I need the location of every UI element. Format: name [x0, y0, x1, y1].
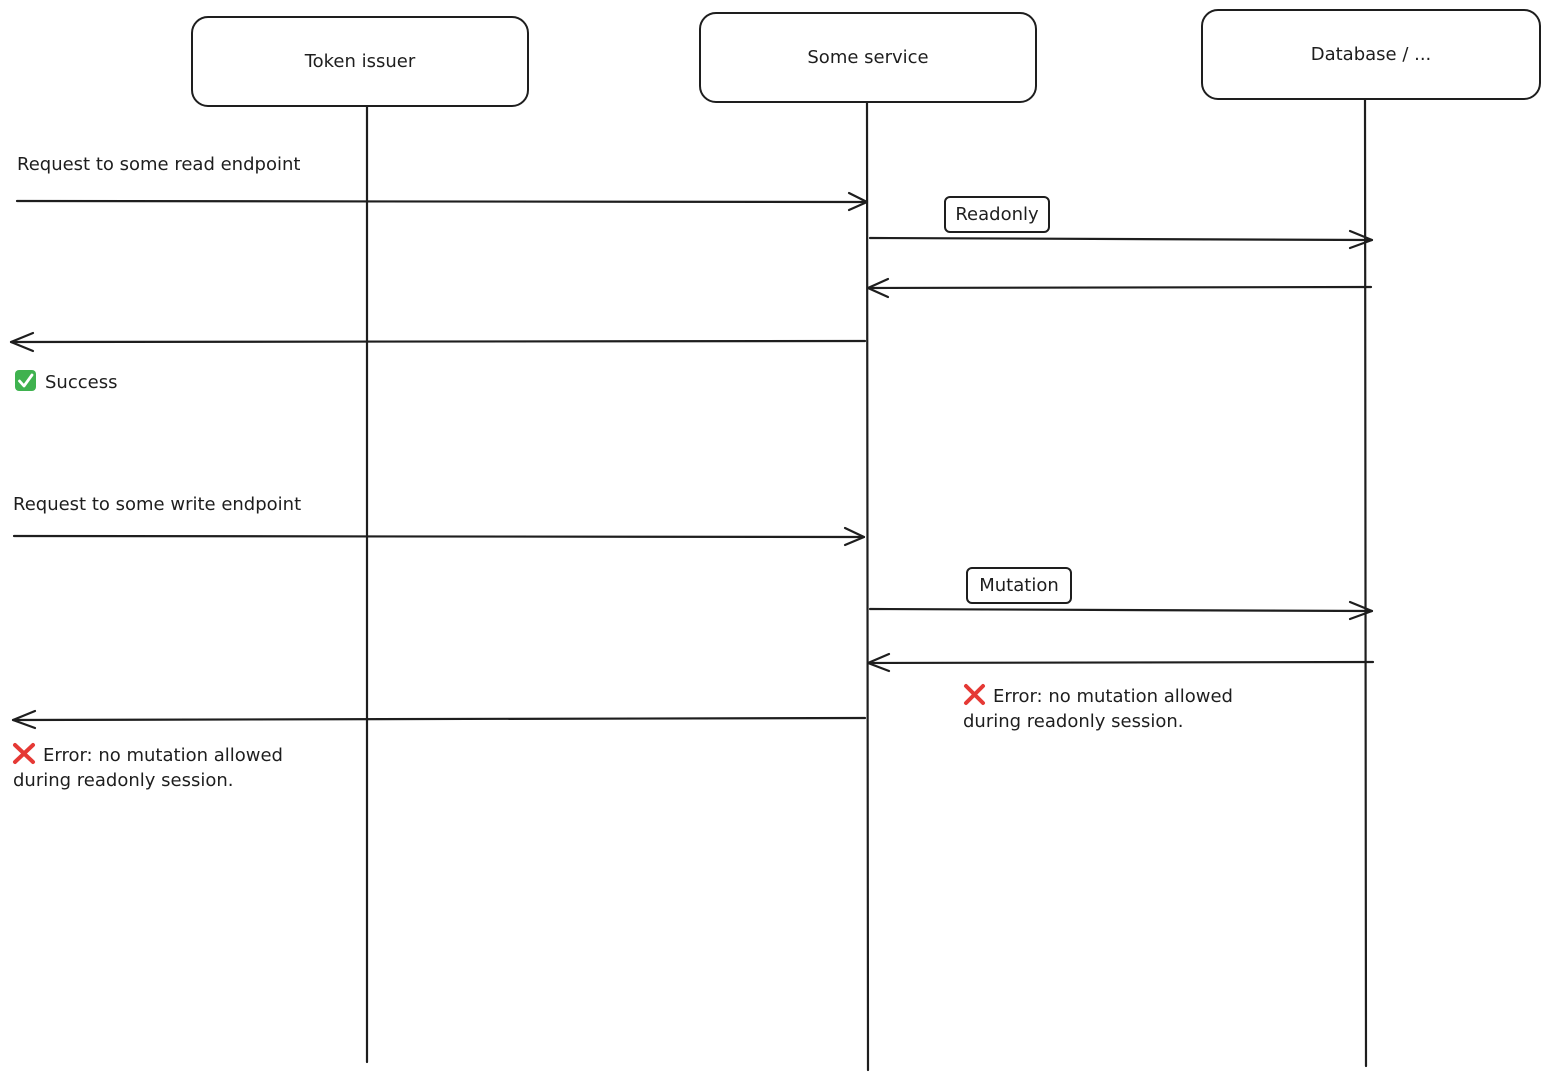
arrow-service-to-db-read: [868, 229, 1374, 250]
arrow-write-request: [12, 526, 866, 547]
readonly-tag: Readonly: [944, 196, 1050, 233]
cross-mark-icon: [964, 684, 985, 705]
success-result: Success: [15, 370, 117, 393]
readonly-tag-label: Readonly: [955, 204, 1039, 225]
arrow-service-to-db-write: [868, 600, 1374, 621]
check-mark-icon: [15, 370, 36, 391]
participant-label: Database / ...: [1311, 44, 1432, 65]
arrow-db-to-service-read: [866, 277, 1373, 299]
participant-label: Token issuer: [304, 51, 416, 72]
participant-label: Some service: [807, 47, 928, 68]
db-error-line1: Error: no mutation allowed: [993, 686, 1233, 707]
write-request-label: Request to some write endpoint: [13, 494, 301, 515]
success-label: Success: [45, 372, 117, 393]
lifelines: [365, 98, 1368, 1072]
arrow-read-request: [15, 191, 869, 212]
client-error-line2: during readonly session.: [13, 770, 233, 791]
client-error-result: Error: no mutation allowed during readon…: [13, 743, 283, 791]
arrow-service-to-client-read: [9, 331, 867, 353]
cross-mark-icon: [13, 743, 35, 764]
arrow-db-to-service-write: [866, 652, 1375, 673]
mutation-tag-label: Mutation: [979, 575, 1059, 596]
participant-token-issuer[interactable]: Token issuer: [191, 16, 529, 107]
participant-database[interactable]: Database / ...: [1201, 9, 1541, 100]
client-error-line1: Error: no mutation allowed: [43, 745, 283, 766]
participant-some-service[interactable]: Some service: [699, 12, 1037, 103]
mutation-tag: Mutation: [966, 567, 1072, 604]
arrow-service-to-client-write: [11, 709, 867, 730]
db-error-result: Error: no mutation allowed during readon…: [963, 684, 1233, 732]
read-request-label: Request to some read endpoint: [17, 154, 300, 175]
lifeline-some-service: [865, 100, 870, 1072]
db-error-line2: during readonly session.: [963, 711, 1183, 732]
lifeline-database: [1363, 98, 1368, 1068]
